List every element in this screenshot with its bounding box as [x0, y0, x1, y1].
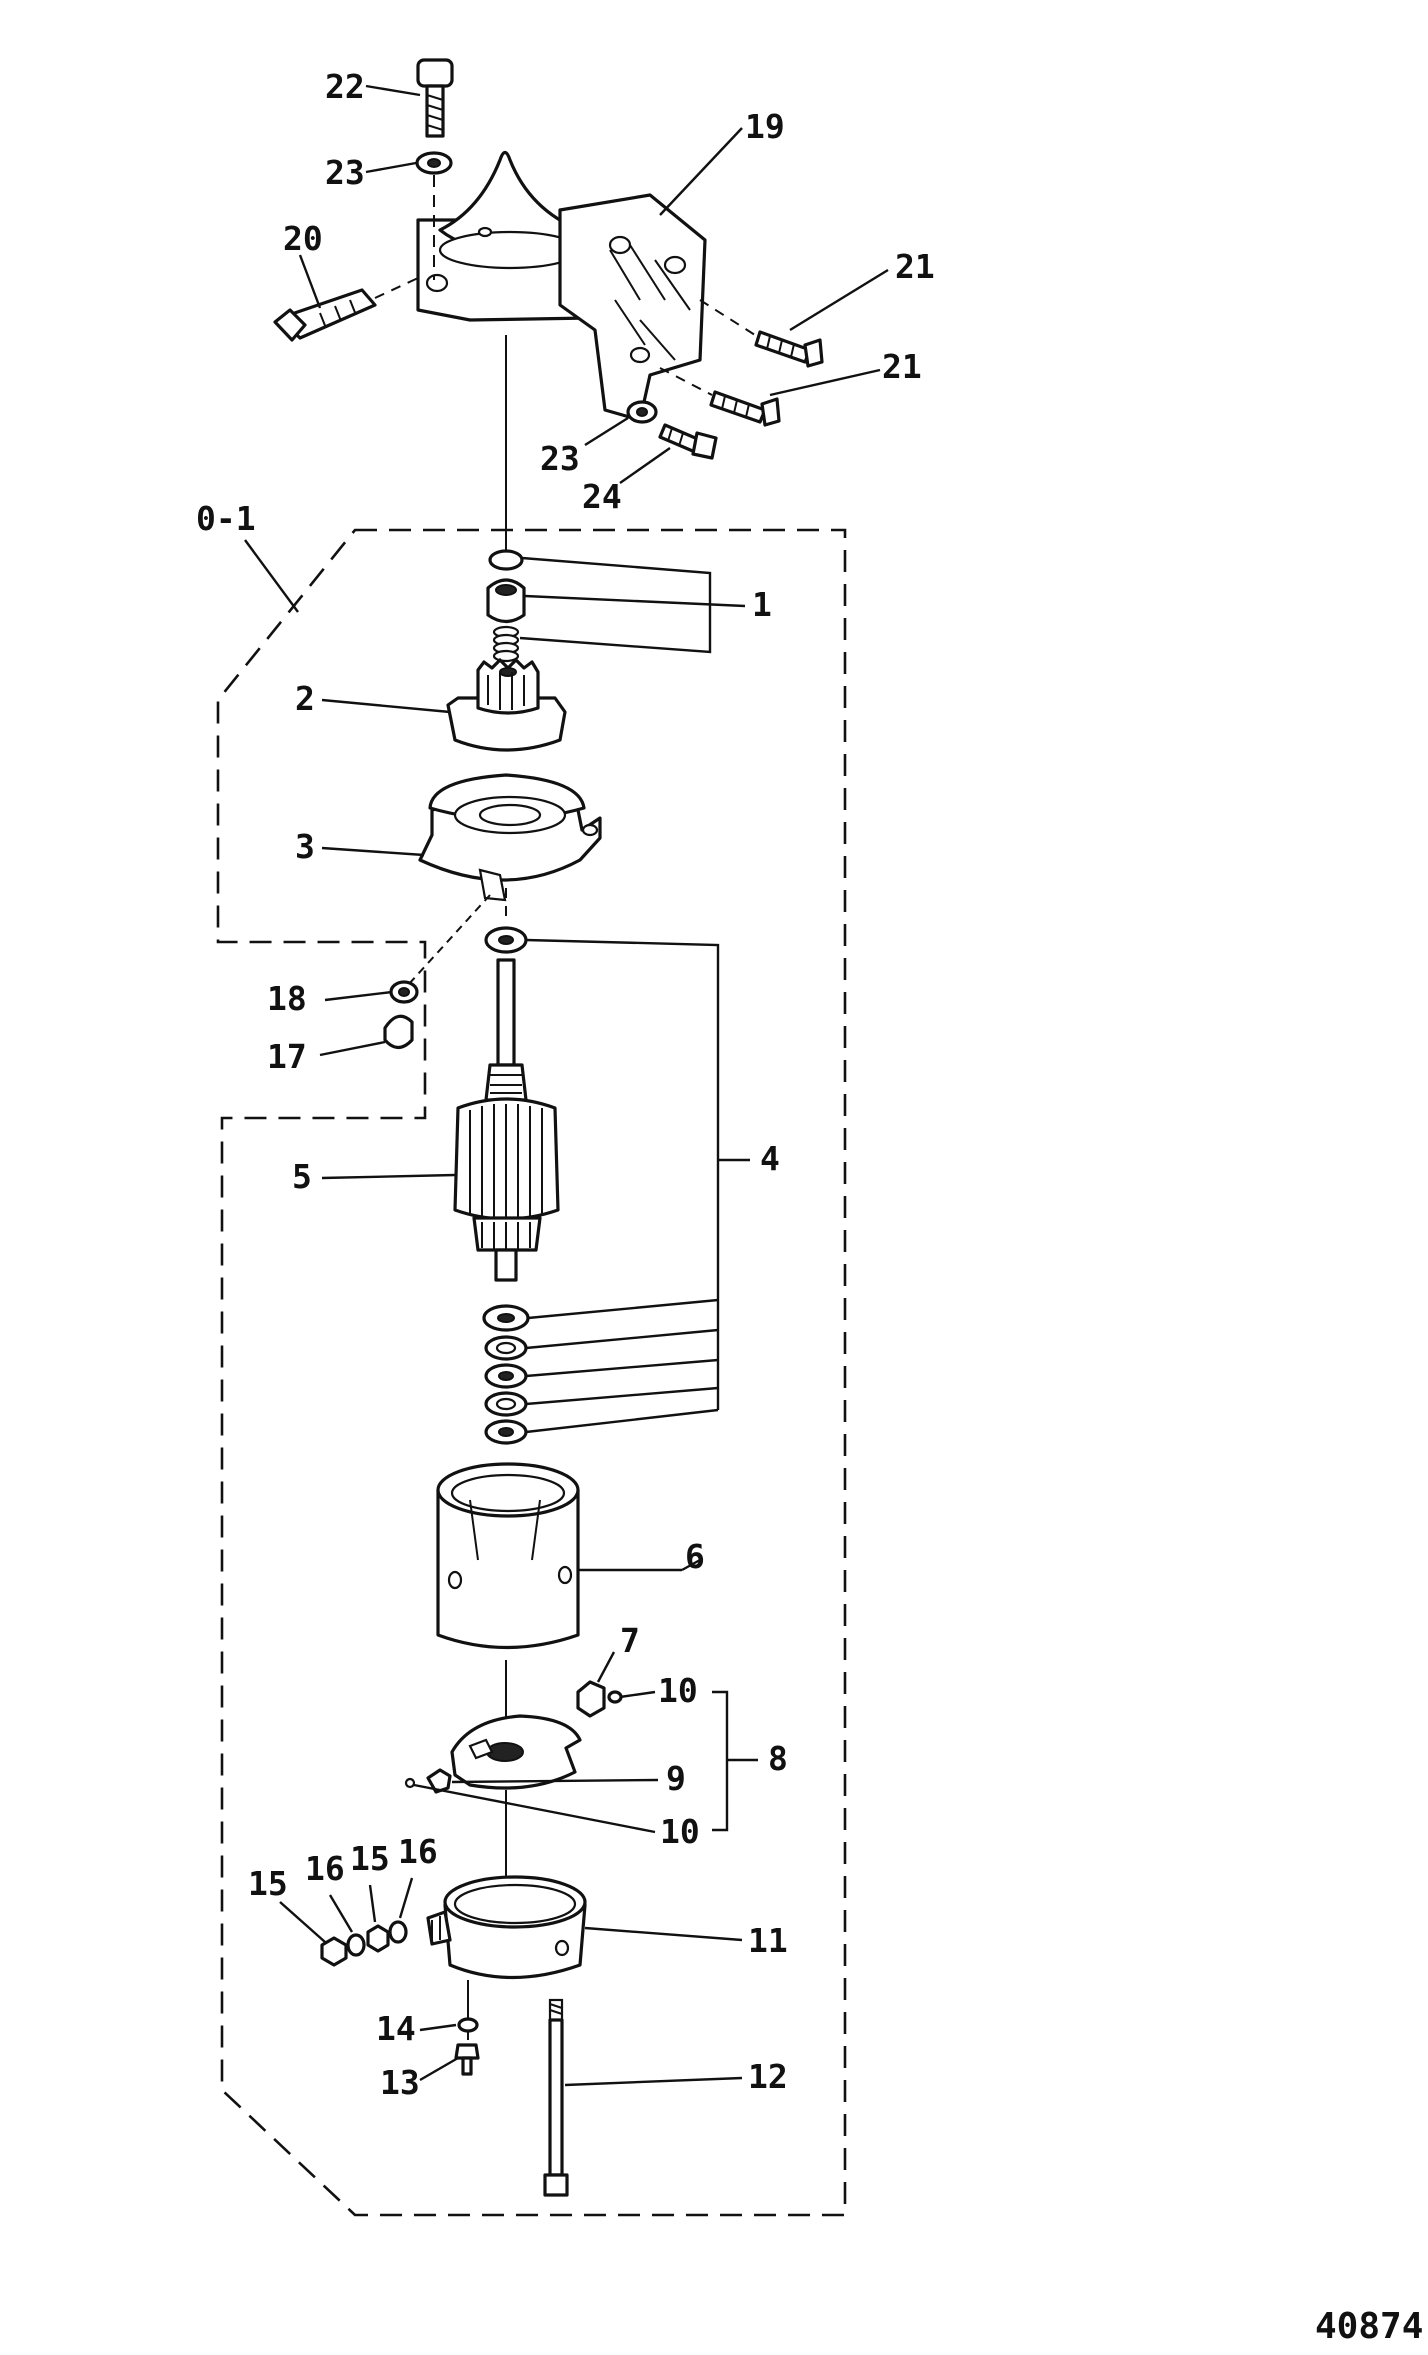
callout-18: 18 — [267, 979, 307, 1018]
bolt-24 — [658, 423, 718, 460]
callout-4: 4 — [760, 1139, 780, 1178]
washer-16-left — [346, 1933, 366, 1957]
field-frame-6 — [436, 1462, 580, 1650]
callout-8: 8 — [768, 1739, 788, 1778]
callout-16-left: 16 — [305, 1849, 345, 1888]
screw-13 — [454, 2043, 480, 2076]
callout-2: 2 — [295, 679, 315, 718]
callout-16-right: 16 — [398, 1832, 438, 1871]
bolt-21-upper — [754, 330, 824, 368]
callout-19: 19 — [745, 107, 785, 146]
callout-20: 20 — [283, 219, 323, 258]
kit-label: 0-1 — [196, 499, 256, 538]
drive-pinion-2 — [446, 658, 567, 752]
bolt-22 — [416, 58, 454, 138]
armature-5 — [453, 958, 560, 1282]
callout-23-top: 23 — [325, 153, 365, 192]
callout-9: 9 — [666, 1759, 686, 1798]
callout-10-lower: 10 — [660, 1812, 700, 1851]
collar-1 — [486, 578, 526, 624]
washer-14 — [457, 2017, 479, 2033]
through-bolt-12 — [543, 1998, 569, 2197]
callout-15-left: 15 — [248, 1864, 288, 1903]
callout-24: 24 — [582, 477, 622, 516]
bolt-21-lower — [709, 390, 781, 427]
spring-1 — [492, 625, 520, 663]
bolt-20 — [273, 288, 377, 342]
callout-12: 12 — [748, 2057, 788, 2096]
nut-15-right — [366, 1924, 390, 1953]
callout-21-lower: 21 — [882, 347, 922, 386]
callout-1: 1 — [752, 585, 772, 624]
end-housing-11 — [426, 1875, 587, 1980]
drive-end-housing — [416, 150, 707, 422]
callout-15-right: 15 — [350, 1839, 390, 1878]
callout-17: 17 — [267, 1037, 307, 1076]
nut-7 — [576, 1680, 606, 1718]
screw-17 — [383, 1014, 414, 1050]
end-cap-3 — [418, 773, 602, 902]
callout-6: 6 — [685, 1537, 705, 1576]
nut-15-left — [320, 1936, 348, 1967]
callout-21-upper: 21 — [895, 247, 935, 286]
callout-3: 3 — [295, 827, 315, 866]
callout-23-lower: 23 — [540, 439, 580, 478]
callout-10-upper: 10 — [658, 1671, 698, 1710]
callout-14: 14 — [376, 2009, 416, 2048]
callout-13: 13 — [380, 2063, 420, 2102]
callout-7: 7 — [620, 1621, 640, 1660]
callout-5: 5 — [292, 1157, 312, 1196]
o-ring-1 — [488, 549, 524, 571]
kit-boundary — [216, 528, 847, 2217]
brush-plate-8 — [450, 1714, 582, 1790]
washer-16-right — [388, 1920, 408, 1944]
screw-10-upper — [607, 1690, 623, 1704]
brush-9 — [404, 1768, 452, 1794]
callout-22: 22 — [325, 67, 365, 106]
figure-number: 40874 — [1315, 2306, 1423, 2347]
washer-stack-4 — [482, 1304, 530, 1445]
callout-11: 11 — [748, 1921, 788, 1960]
